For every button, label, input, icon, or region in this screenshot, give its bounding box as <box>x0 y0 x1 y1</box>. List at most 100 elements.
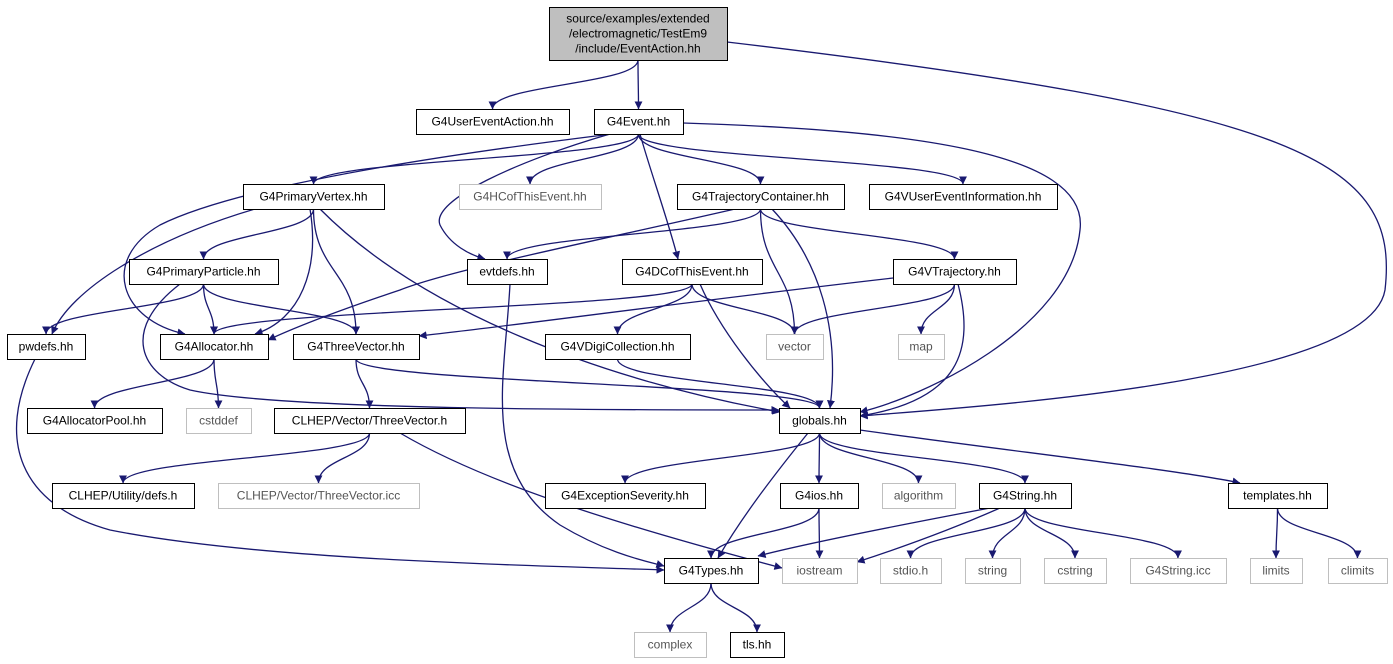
node-string: string <box>965 558 1021 584</box>
node-box <box>545 483 706 509</box>
node-G4VTrajectory[interactable]: G4VTrajectory.hh <box>893 259 1017 285</box>
edge-G4DCofThisEvent-to-vector <box>691 283 799 335</box>
node-G4VUserEventInformation[interactable]: G4VUserEventInformation.hh <box>869 184 1058 210</box>
node-tls[interactable]: tls.hh <box>730 632 785 658</box>
node-map: map <box>898 334 945 360</box>
node-G4AllocatorPool[interactable]: G4AllocatorPool.hh <box>27 408 163 434</box>
node-label: G4String.hh <box>993 489 1057 503</box>
edge-G4Allocator-to-cstddef <box>213 358 223 409</box>
node-box <box>27 408 163 434</box>
node-G4ThreeVector[interactable]: G4ThreeVector.hh <box>293 334 420 360</box>
node-label: source/examples/extended <box>566 12 709 26</box>
edge-root-to-G4UserEventAction <box>488 59 639 110</box>
edge-globals-to-G4ios <box>815 432 824 484</box>
edge-G4VDigiCollection-to-globals <box>616 358 824 409</box>
node-G4StringIcc: G4String.icc <box>1130 558 1227 584</box>
node-label: CLHEP/Vector/ThreeVector.icc <box>237 489 400 503</box>
node-label: G4VTrajectory.hh <box>908 265 1001 279</box>
node-box <box>782 558 858 584</box>
node-box <box>882 483 956 509</box>
node-defsH[interactable]: CLHEP/Utility/defs.h <box>52 483 195 509</box>
node-box <box>549 7 728 61</box>
node-box <box>416 109 570 135</box>
node-evtdefs[interactable]: evtdefs.hh <box>467 259 548 285</box>
edge-G4PrimaryParticle-to-globals <box>142 283 780 414</box>
node-G4Event[interactable]: G4Event.hh <box>594 109 684 135</box>
node-label: map <box>909 340 933 354</box>
node-pwdefs[interactable]: pwdefs.hh <box>7 334 86 360</box>
node-box <box>664 558 759 584</box>
edge-evtdefs-to-G4Types <box>501 283 665 568</box>
edge-G4PrimaryVertex-to-pwdefs <box>51 208 256 335</box>
edge-G4PrimaryParticle-to-pwdefs <box>42 283 205 335</box>
node-box <box>1130 558 1227 584</box>
node-label: tls.hh <box>743 638 772 652</box>
edge-G4ios-to-iostream <box>815 507 824 559</box>
edge-G4Types-to-complex <box>666 582 712 633</box>
nodes-layer: source/examples/extended/electromagnetic… <box>7 7 1388 658</box>
edge-G4PrimaryVertex-to-G4Allocator <box>254 208 314 336</box>
node-ThreeVectorH[interactable]: CLHEP/Vector/ThreeVector.h <box>274 408 466 434</box>
node-box <box>274 408 466 434</box>
edge-templates-to-climits <box>1276 507 1362 559</box>
node-G4PrimaryParticle[interactable]: G4PrimaryParticle.hh <box>129 259 279 285</box>
node-G4Allocator[interactable]: G4Allocator.hh <box>160 334 269 360</box>
edge-G4TrajectoryContainer-to-G4Allocator <box>267 208 736 341</box>
edge-G4String-to-iostream <box>856 507 1001 564</box>
node-box <box>1250 558 1303 584</box>
node-label: cstring <box>1057 564 1092 578</box>
node-G4VDigiCollection[interactable]: G4VDigiCollection.hh <box>545 334 691 360</box>
edge-G4Allocator-to-G4AllocatorPool <box>90 358 215 409</box>
node-root[interactable]: source/examples/extended/electromagnetic… <box>549 7 728 61</box>
node-label: evtdefs.hh <box>479 265 534 279</box>
edges-layer <box>15 41 1387 633</box>
node-G4TrajectoryContainer[interactable]: G4TrajectoryContainer.hh <box>677 184 845 210</box>
edge-G4DCofThisEvent-to-G4Allocator <box>210 283 693 335</box>
node-box <box>160 334 269 360</box>
edge-G4ThreeVector-to-globals <box>355 358 824 409</box>
edge-G4String-to-stdio <box>906 507 1026 559</box>
edge-templates-to-limits <box>1272 507 1281 559</box>
node-label: G4HCofThisEvent.hh <box>473 190 586 204</box>
node-templates[interactable]: templates.hh <box>1228 483 1328 509</box>
node-label: G4PrimaryVertex.hh <box>259 190 367 204</box>
edge-G4PrimaryVertex-to-globals <box>319 208 781 415</box>
node-box <box>677 184 845 210</box>
node-box <box>880 558 942 584</box>
node-box <box>52 483 195 509</box>
node-G4DCofThisEvent[interactable]: G4DCofThisEvent.hh <box>622 259 763 285</box>
node-G4Types[interactable]: G4Types.hh <box>664 558 759 584</box>
node-label: CLHEP/Vector/ThreeVector.h <box>292 414 447 428</box>
edge-G4VTrajectory-to-map <box>917 283 956 335</box>
edge-G4Event-to-G4VUserEventInformation <box>637 133 967 185</box>
node-box <box>893 259 1017 285</box>
node-label: G4Allocator.hh <box>175 340 254 354</box>
node-box <box>634 632 707 658</box>
node-box <box>869 184 1058 210</box>
node-G4PrimaryVertex[interactable]: G4PrimaryVertex.hh <box>243 184 385 210</box>
node-G4ExceptionSeverity[interactable]: G4ExceptionSeverity.hh <box>545 483 706 509</box>
node-G4UserEventAction[interactable]: G4UserEventAction.hh <box>416 109 570 135</box>
node-climits: climits <box>1328 558 1388 584</box>
edge-G4DCofThisEvent-to-G4VDigiCollection <box>613 283 693 335</box>
node-box <box>965 558 1021 584</box>
edge-G4VTrajectory-to-G4ThreeVector <box>418 277 894 340</box>
node-label: /electromagnetic/TestEm9 <box>569 27 707 41</box>
node-label: G4PrimaryParticle.hh <box>146 265 260 279</box>
edge-G4ios-to-G4Types <box>707 507 820 559</box>
node-box <box>779 408 861 434</box>
node-globals[interactable]: globals.hh <box>779 408 861 434</box>
node-box <box>218 483 420 509</box>
node-label: G4TrajectoryContainer.hh <box>692 190 829 204</box>
node-G4ios[interactable]: G4ios.hh <box>780 483 859 509</box>
node-label: G4ios.hh <box>795 489 843 503</box>
node-cstddef: cstddef <box>186 408 252 434</box>
node-box <box>545 334 691 360</box>
node-label: algorithm <box>894 489 943 503</box>
node-label: stdio.h <box>893 564 928 578</box>
node-G4String[interactable]: G4String.hh <box>979 483 1072 509</box>
edge-G4ThreeVector-to-ThreeVectorH <box>355 358 374 409</box>
edge-globals-to-G4String <box>818 432 1029 484</box>
node-box <box>293 334 420 360</box>
